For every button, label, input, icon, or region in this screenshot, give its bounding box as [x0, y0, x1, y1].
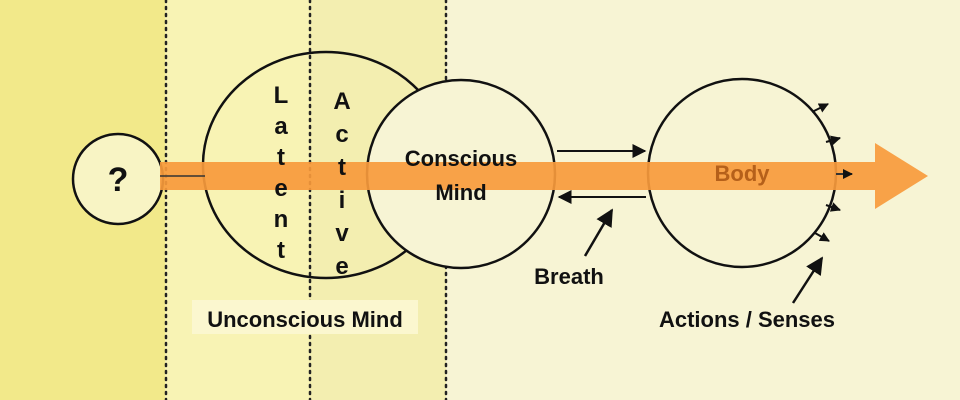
action-tick	[825, 202, 841, 212]
band-latent	[165, 0, 310, 400]
actions-senses-label: Actions / Senses	[659, 307, 835, 332]
actions-pointer-arrow	[791, 256, 824, 304]
unknown-label: ?	[108, 161, 129, 199]
action-tick	[814, 232, 830, 242]
unconscious-label-box	[192, 300, 418, 334]
conscious-mind-label-line2: Mind	[435, 180, 486, 205]
breath-pointer-arrow	[583, 208, 614, 257]
conscious-mind-label-line1: Conscious	[405, 146, 517, 171]
flow-arrow	[160, 143, 928, 209]
body-label: Body	[715, 161, 771, 186]
action-tick	[825, 135, 841, 146]
breath-label: Breath	[534, 264, 604, 289]
action-tick	[811, 103, 829, 113]
unconscious-mind-label: Unconscious Mind	[207, 307, 403, 332]
